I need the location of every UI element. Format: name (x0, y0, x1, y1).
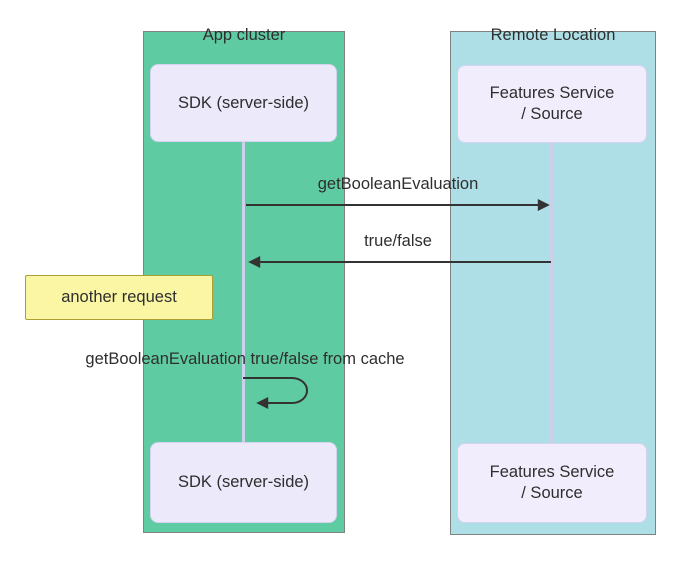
features-service-lifeline (550, 142, 553, 443)
participant-features-service-top: Features Service / Source (457, 65, 647, 143)
participant-features-service-bottom: Features Service / Source (457, 443, 647, 523)
remote-location-title: Remote Location (490, 26, 616, 44)
another-request-note: another request (25, 275, 213, 320)
response-message-label: true/false (364, 232, 432, 250)
participant-sdk-top: SDK (server-side) (150, 64, 337, 142)
request-message-label: getBooleanEvaluation (317, 175, 479, 193)
app-cluster-title: App cluster (202, 26, 286, 44)
participant-sdk-bottom: SDK (server-side) (150, 442, 337, 523)
cache-hit-message-label: getBooleanEvaluation true/false from cac… (85, 350, 405, 368)
sdk-lifeline (242, 141, 245, 443)
